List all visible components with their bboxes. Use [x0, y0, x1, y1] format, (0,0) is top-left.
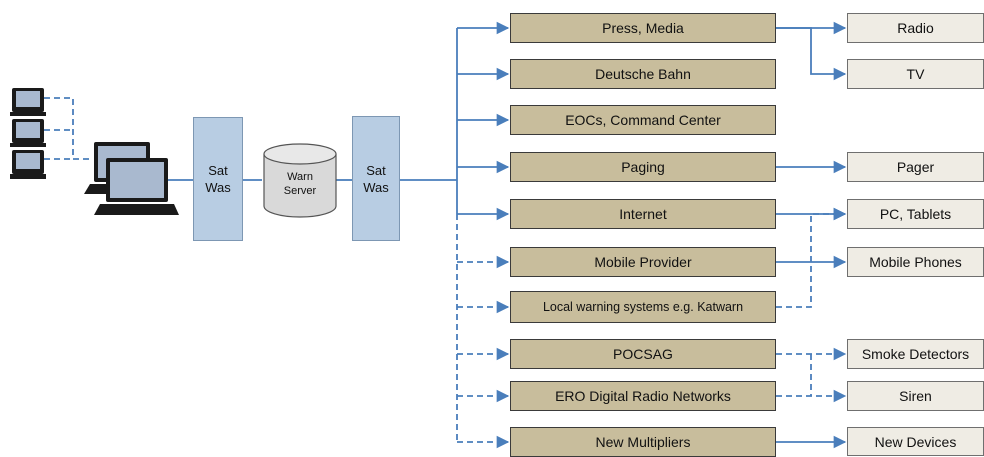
sat-was-left: Sat Was	[193, 117, 243, 241]
endpoint-radio: Radio	[847, 13, 984, 43]
channel-local-warning-systems: Local warning systems e.g. Katwarn	[510, 291, 776, 323]
channel-ero-digital-radio: ERO Digital Radio Networks	[510, 381, 776, 411]
channel-pocsag: POCSAG	[510, 339, 776, 369]
warn-server-line1: Warn	[287, 171, 313, 183]
endpoint-siren: Siren	[847, 381, 984, 411]
channel-deutsche-bahn: Deutsche Bahn	[510, 59, 776, 89]
laptop-icon	[84, 142, 179, 215]
warn-server-label: Warn Server	[262, 170, 338, 198]
channel-paging: Paging	[510, 152, 776, 182]
endpoint-smoke-detectors: Smoke Detectors	[847, 339, 984, 369]
warn-server-line2: Server	[283, 185, 317, 197]
sat-was-right: Sat Was	[352, 116, 400, 241]
endpoint-tv: TV	[847, 59, 984, 89]
endpoint-pc-tablets: PC, Tablets	[847, 199, 984, 229]
endpoint-pager: Pager	[847, 152, 984, 182]
channel-mobile-provider: Mobile Provider	[510, 247, 776, 277]
channel-eocs-command-center: EOCs, Command Center	[510, 105, 776, 135]
endpoint-new-devices: New Devices	[847, 427, 984, 456]
server-rack-icon	[10, 88, 46, 179]
channel-press-media: Press, Media	[510, 13, 776, 43]
database-icon	[263, 143, 337, 218]
channel-internet: Internet	[510, 199, 776, 229]
endpoint-mobile-phones: Mobile Phones	[847, 247, 984, 277]
channel-new-multipliers: New Multipliers	[510, 427, 776, 457]
